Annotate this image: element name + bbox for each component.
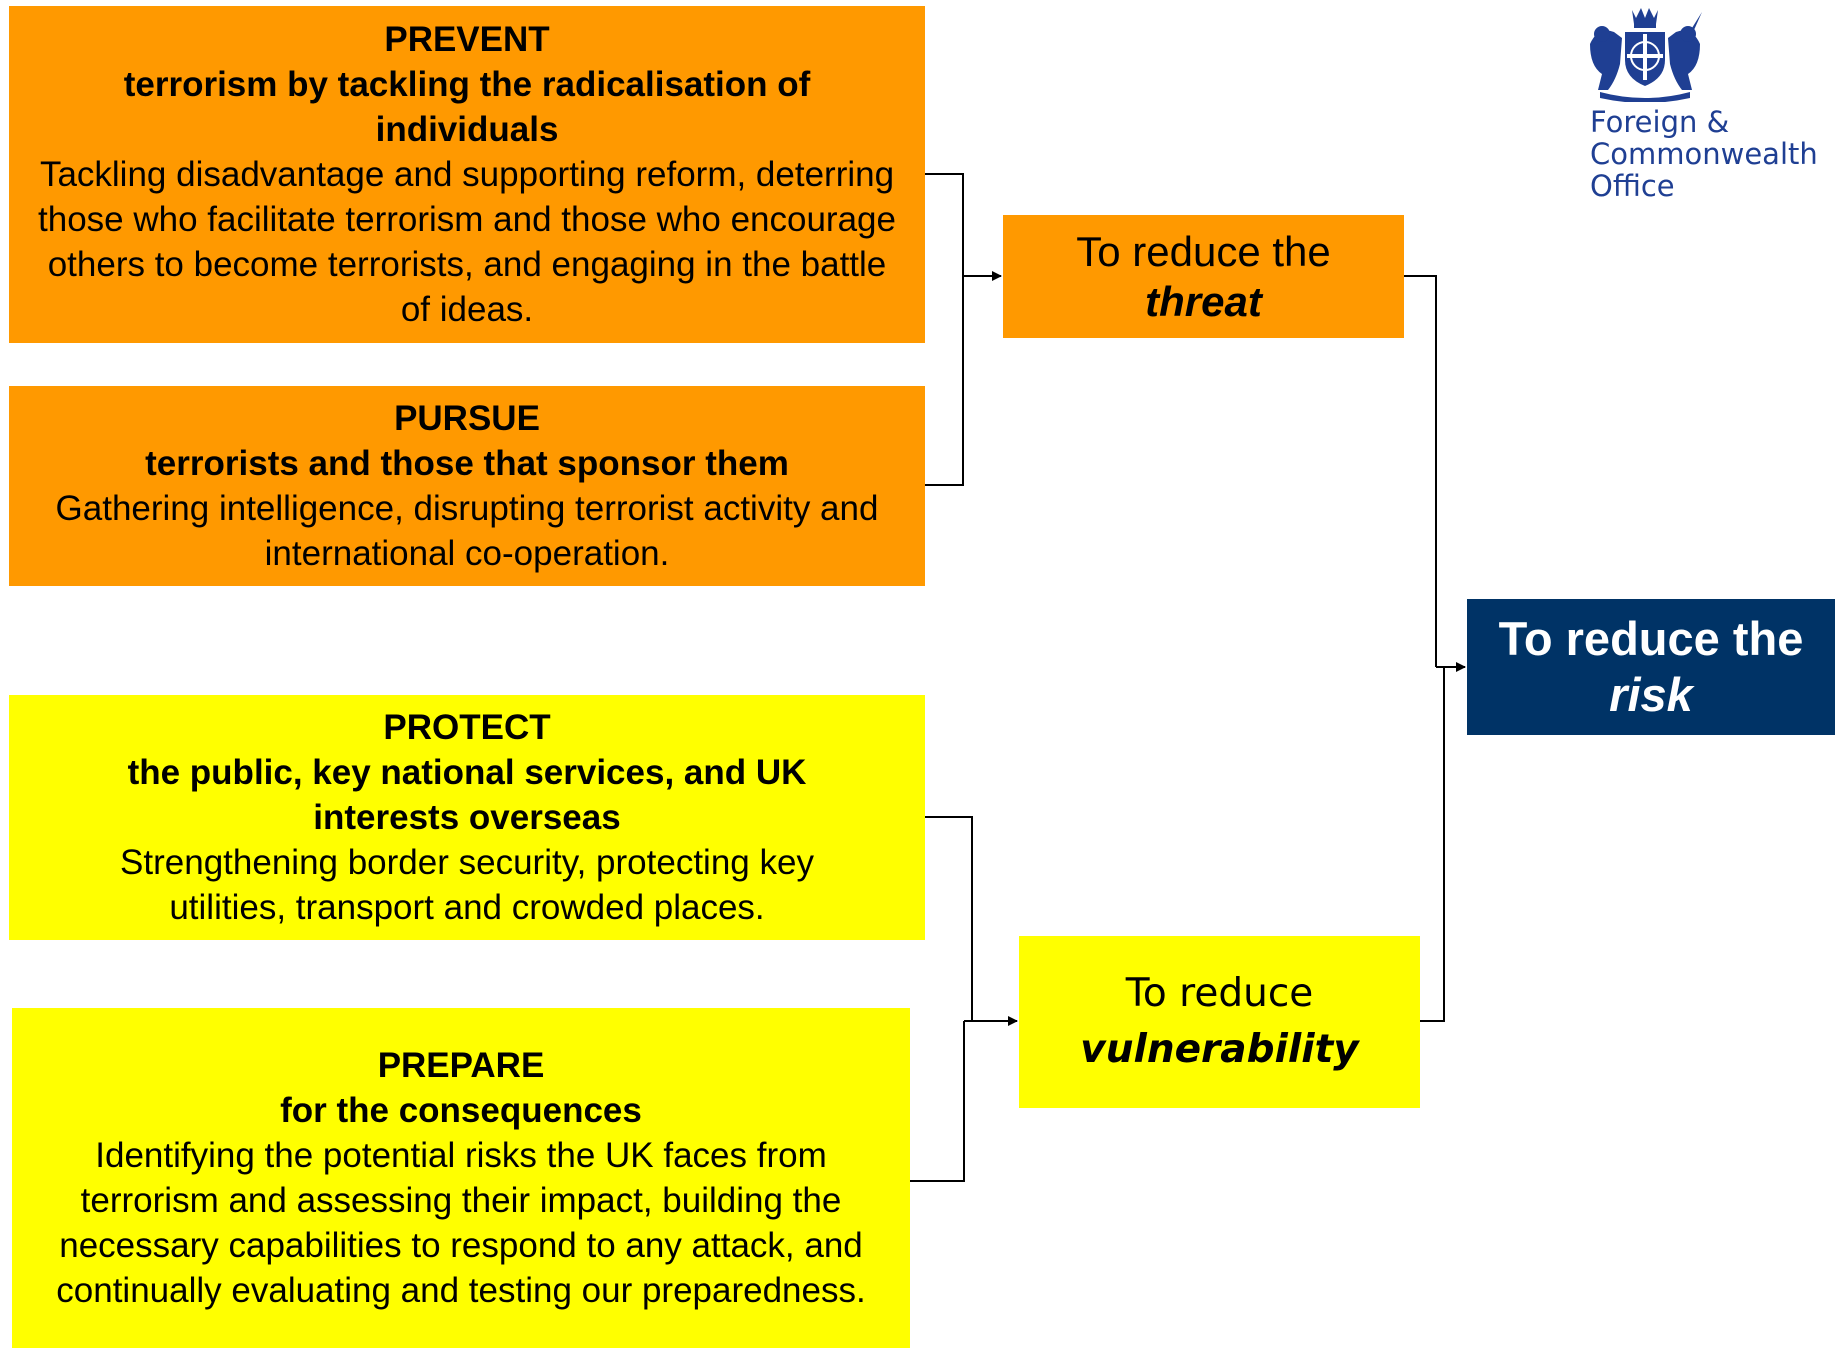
- pursue-box: PURSUE terrorists and those that sponsor…: [9, 386, 925, 586]
- reduce-risk-box: To reduce the risk: [1467, 599, 1835, 735]
- pursue-title: PURSUE: [394, 399, 540, 438]
- royal-coat-of-arms-icon: [1590, 8, 1702, 102]
- reduce-threat-box: To reduce the threat: [1003, 215, 1404, 338]
- prepare-title: PREPARE: [377, 1046, 545, 1085]
- prevent-subtitle: terrorism by tackling the radicalisation…: [123, 65, 811, 149]
- fco-logo-line2: Commonwealth: [1590, 137, 1818, 171]
- prepare-connector: [910, 1021, 965, 1182]
- prepare-subtitle: for the consequences: [280, 1091, 642, 1130]
- protect-description: Strengthening border security, protectin…: [120, 843, 814, 927]
- fco-logo: Foreign & Commonwealth Office: [1574, 0, 1834, 210]
- prevent-title: PREVENT: [384, 20, 550, 59]
- pursue-subtitle: terrorists and those that sponsor them: [145, 444, 789, 483]
- threat-connector: [1404, 275, 1437, 667]
- reduce-threat-line1: To reduce the: [1076, 227, 1331, 275]
- protect-box: PROTECT the public, key national service…: [9, 695, 925, 940]
- fco-logo-line3: Office: [1590, 169, 1675, 203]
- protect-subtitle: the public, key national services, and U…: [127, 753, 807, 837]
- pursue-connector: [925, 276, 964, 486]
- vulnerability-connector: [1420, 667, 1445, 1022]
- prepare-box: PREPARE for the consequences Identifying…: [12, 1008, 910, 1348]
- prevent-description: Tackling disadvantage and supporting ref…: [38, 155, 896, 329]
- prepare-description: Identifying the potential risks the UK f…: [56, 1136, 866, 1310]
- reduce-risk-line1: To reduce the: [1498, 612, 1804, 665]
- reduce-threat-line2: threat: [1145, 277, 1262, 325]
- prevent-box: PREVENT terrorism by tackling the radica…: [9, 6, 925, 343]
- fco-logo-text: Foreign & Commonwealth Office: [1590, 106, 1818, 202]
- pursue-description: Gathering intelligence, disrupting terro…: [55, 489, 879, 573]
- protect-title: PROTECT: [383, 708, 551, 747]
- reduce-risk-line2: risk: [1609, 668, 1693, 721]
- prevent-connector: [925, 173, 964, 276]
- protect-connector: [925, 816, 1017, 1022]
- reduce-vulnerability-box: To reduce vulnerability: [1019, 936, 1420, 1108]
- fco-logo-line1: Foreign &: [1590, 105, 1730, 139]
- reduce-vulnerability-line1: To reduce: [1125, 971, 1314, 1016]
- reduce-vulnerability-line2: vulnerability: [1080, 1027, 1359, 1072]
